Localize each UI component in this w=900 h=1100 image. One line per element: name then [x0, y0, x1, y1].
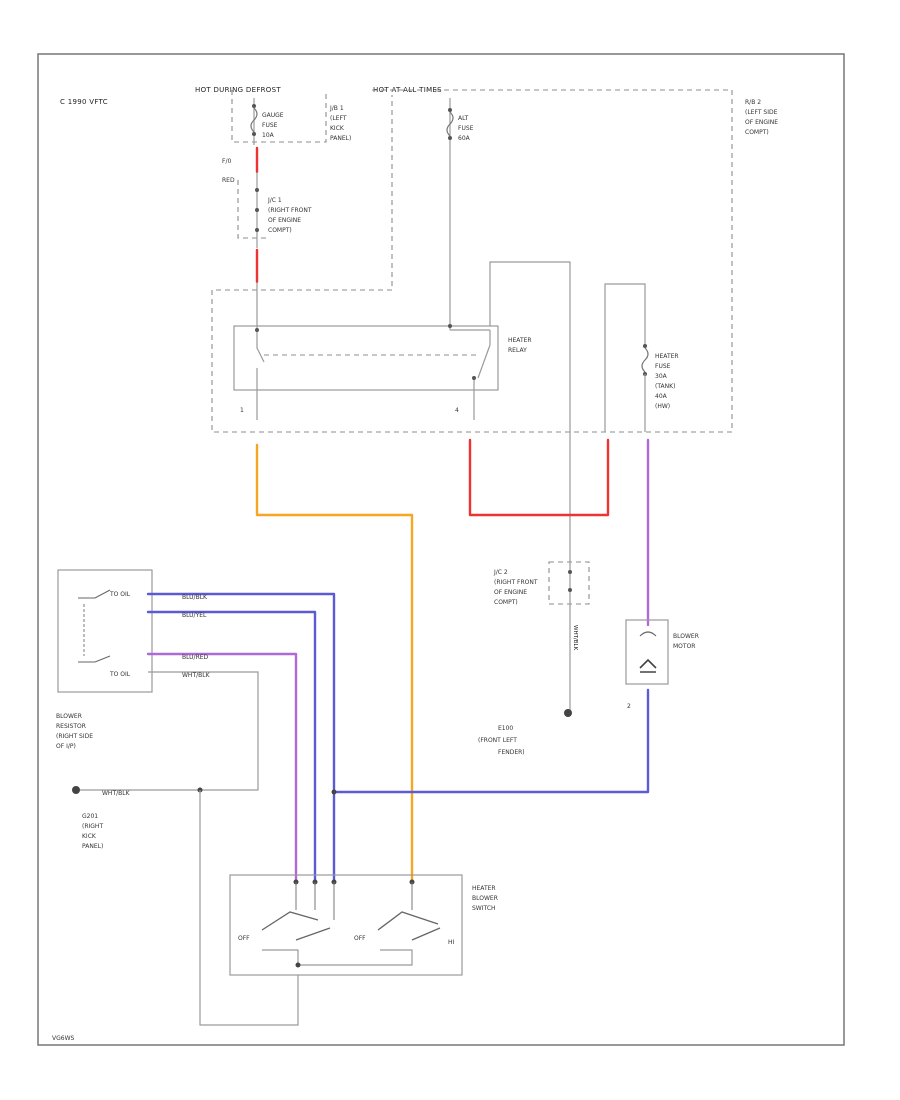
switch-off-label-2: OFF: [354, 935, 366, 942]
blower-motor-label-1: BLOWER: [673, 633, 699, 640]
heater-fuse-label-6: (HW): [655, 403, 670, 410]
jb1-label-4: PANEL): [330, 135, 351, 142]
alt-fuse-label-3: 60A: [458, 135, 471, 142]
rb2-label-2: (LEFT SIDE: [745, 109, 778, 116]
heater-switch-label-1: HEATER: [472, 885, 496, 892]
jc2-label-2: (RIGHT FRONT: [494, 579, 538, 586]
heater-blower-switch: [229, 874, 463, 976]
diagram-border: [37, 53, 845, 1046]
jb1-enclosure: [231, 90, 327, 143]
jc2-label-4: COMPT): [494, 599, 518, 606]
ground-g201-icon: [72, 786, 80, 794]
wire-label-wht-blk-ground: WHT/BLK: [102, 790, 131, 797]
resistor-term-2: TO OIL: [109, 671, 131, 678]
rb2-label-1: R/B 2: [745, 99, 761, 106]
hot-at-all-times-enclosure: [211, 89, 733, 433]
jb1-label-3: KICK: [330, 125, 345, 132]
wire-label-blu-yel: BLU/YEL: [182, 612, 207, 619]
ground-g201-label-2: (RIGHT: [82, 823, 103, 830]
alt-fuse-label-2: FUSE: [458, 125, 474, 132]
jb1-label-2: (LEFT: [330, 115, 347, 122]
pin-2-label: 2: [627, 703, 631, 710]
fl-label-2: RED: [222, 177, 235, 184]
blower-motor: [625, 619, 669, 685]
gauge-fuse-label-1: GAUGE: [262, 112, 284, 119]
jc2-enclosure: [548, 561, 590, 605]
jc2-label-1: J/C 2: [493, 569, 508, 576]
jc1-label-1: J/C 1: [267, 197, 282, 204]
rb2-label-3: OF ENGINE: [745, 119, 778, 126]
resistor-term-1: TO OIL: [109, 591, 131, 598]
gauge-fuse-label-2: FUSE: [262, 122, 278, 129]
wire-label-blu-red: BLU/RED: [182, 654, 209, 661]
wire-blue-yel: [146, 610, 317, 884]
heater-relay-label-1: HEATER: [508, 337, 532, 344]
header-hot-during-defrost: HOT DURING DEFROST: [195, 86, 281, 94]
heater-fuse-label-3: 30A: [655, 373, 668, 380]
blower-motor-label-2: MOTOR: [673, 643, 695, 650]
wire-blue-red: [146, 652, 298, 884]
jc2-label-3: OF ENGINE: [494, 589, 527, 596]
jb1-label-1: J/B 1: [329, 105, 344, 112]
wire-blue-blk: [146, 592, 336, 884]
heater-fuse: [641, 344, 649, 432]
wire-wht-blk-resistor: [148, 671, 259, 791]
wire-label-wht-blk-resistor: WHT/BLK: [182, 672, 211, 679]
blower-resistor: [57, 569, 153, 693]
pin-4-label: 4: [455, 407, 459, 414]
copyright-text: C 1990 VFTC: [60, 98, 108, 106]
heater-relay: [233, 324, 499, 420]
fl-label-1: F/0: [222, 158, 231, 165]
heater-fuse-label-2: FUSE: [655, 363, 671, 370]
header-hot-at-all-times: HOT AT ALL TIMES: [373, 86, 442, 94]
heater-fuse-label-1: HEATER: [655, 353, 679, 360]
ground-g201-label-1: G201: [82, 813, 98, 820]
wire-label-blu-blk: BLU/BLK: [182, 594, 208, 601]
blower-resistor-label-3: (RIGHT SIDE: [56, 733, 93, 740]
jc1-enclosure: [237, 180, 270, 239]
jc1-label-4: COMPT): [268, 227, 292, 234]
alt-fuse: [446, 98, 454, 330]
gauge-fuse-label-3: 10A: [262, 132, 275, 139]
switch-hi-label: HI: [448, 939, 455, 946]
ground-e100-icon: [564, 709, 572, 717]
heater-switch-label-2: BLOWER: [472, 895, 498, 902]
gauge-fuse: [250, 98, 258, 145]
jc1-label-2: (RIGHT FRONT: [268, 207, 312, 214]
wire-red-loop: [468, 438, 610, 517]
ground-e100-label-3: FENDER): [498, 749, 525, 756]
ground-g201-label-4: PANEL): [82, 843, 103, 850]
heater-fuse-label-4: (TANK): [655, 383, 675, 390]
heater-switch-label-3: SWITCH: [472, 905, 496, 912]
blower-resistor-label-4: OF I/P): [56, 743, 76, 750]
blower-resistor-label-1: BLOWER: [56, 713, 82, 720]
wire-orange: [255, 443, 414, 882]
wire-blue-motor: [332, 688, 650, 794]
diagram-id: VG6WS: [52, 1035, 75, 1042]
jc2-connector: [568, 565, 572, 712]
wire-label-wht-blk-jc2: WHT/BLK: [572, 625, 578, 651]
alt-fuse-label-1: ALT: [458, 115, 469, 122]
ground-e100-label-2: (FRONT LEFT: [478, 737, 517, 744]
rb2-label-4: COMPT): [745, 129, 769, 136]
ground-e100-label-1: E100: [498, 725, 513, 732]
heater-relay-label-2: RELAY: [508, 347, 527, 354]
blower-resistor-label-2: RESISTOR: [56, 723, 86, 730]
ground-g201-label-3: KICK: [82, 833, 97, 840]
heater-fuse-label-5: 40A: [655, 393, 668, 400]
jc1-label-3: OF ENGINE: [268, 217, 301, 224]
switch-off-label-1: OFF: [238, 935, 250, 942]
pin-1-label: 1: [240, 407, 244, 414]
